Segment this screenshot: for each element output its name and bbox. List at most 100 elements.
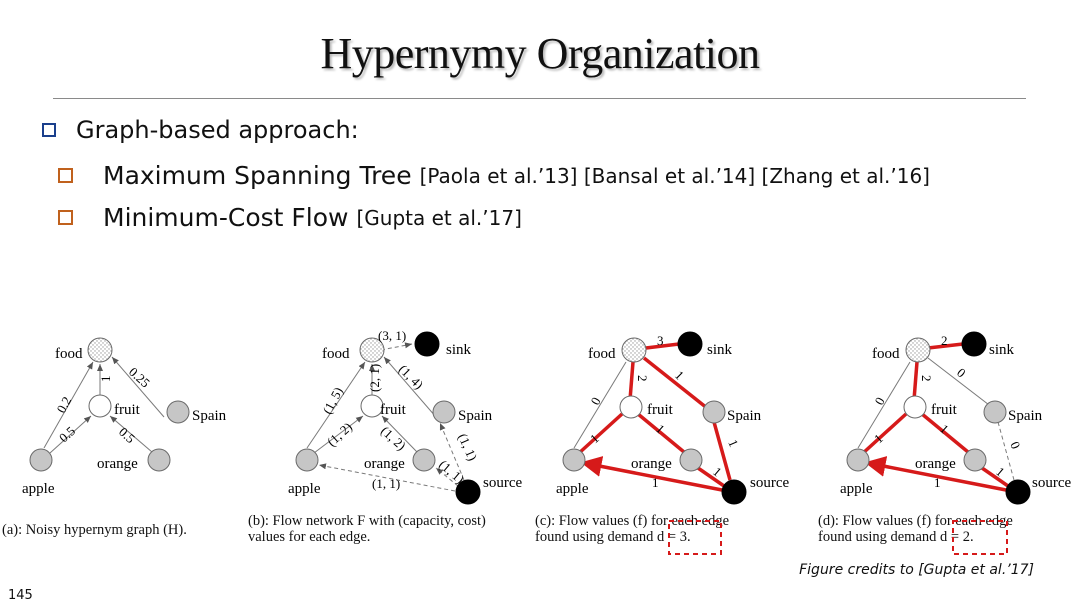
node-apple — [846, 448, 870, 472]
diagram-panel-a: food fruit Spain orange apple 0.25 1 0.2… — [22, 337, 227, 497]
edge-label: 3 — [657, 333, 664, 348]
label-orange: orange — [631, 456, 672, 472]
label-food: food — [872, 346, 900, 362]
edge-apple-fruit — [49, 415, 92, 454]
bullet-text: Graph-based approach: — [76, 116, 359, 144]
edge-food-sink — [927, 342, 964, 350]
edge-label: (1, 4) — [396, 362, 427, 393]
diagram-panel-c: food fruit Spain orange apple sink sourc… — [556, 331, 789, 505]
label-food: food — [322, 346, 350, 362]
node-apple — [562, 448, 586, 472]
bullet-citation: [Gupta et al.’17] — [356, 205, 522, 230]
bullet-citation: [Paola et al.’13] [Bansal et al.’14] [Zh… — [419, 163, 930, 188]
diagram-panel-d: food fruit Spain orange apple sink sourc… — [840, 331, 1071, 505]
edge-source-orange — [697, 466, 725, 488]
edge-food-sink — [380, 342, 413, 351]
edge-label: (1, 2) — [324, 419, 355, 449]
caption-line: (c): Flow values (f) for each edge — [535, 513, 730, 529]
label-food: food — [55, 346, 83, 362]
node-sink — [677, 331, 703, 357]
edge-label: 1 — [652, 475, 659, 490]
edge-source-apple — [580, 456, 723, 492]
node-food — [905, 337, 931, 363]
label-fruit: fruit — [647, 402, 674, 418]
caption-line: found using demand d = 3. — [535, 529, 691, 545]
edge-spain-food — [927, 357, 994, 409]
edge-label: 0.2 — [53, 394, 74, 415]
node-spain — [432, 400, 456, 424]
node-spain — [166, 400, 190, 424]
demand-highlight-box-d — [952, 520, 1008, 555]
dashed-highlight — [952, 520, 1008, 555]
edge-label: (1, 5) — [319, 384, 345, 416]
edge-spain-food — [383, 356, 437, 418]
dashed-highlight — [668, 520, 722, 555]
edge-label: 1 — [934, 475, 941, 490]
label-spain: Spain — [458, 408, 493, 424]
edge-label: 2 — [941, 333, 948, 348]
diagram-panel-b: food fruit Spain orange apple sink sourc… — [288, 328, 522, 505]
node-orange — [963, 448, 987, 472]
edge-label: 0 — [1007, 439, 1023, 451]
edge-apple-fruit — [860, 412, 908, 456]
edge-label: 0 — [587, 395, 603, 408]
edge-apple-food — [306, 361, 366, 449]
label-sink: sink — [446, 342, 472, 358]
caption-d: (d): Flow values (f) for each edge found… — [818, 513, 1013, 545]
node-source — [721, 479, 747, 505]
edge-orange-fruit — [920, 412, 970, 454]
label-apple: apple — [840, 481, 873, 497]
edge-label: 0 — [871, 395, 887, 408]
label-spain: Spain — [727, 408, 762, 424]
edge-source-spain — [997, 421, 1015, 481]
page-number: 145 — [8, 588, 33, 603]
edge-orange-fruit — [636, 412, 686, 454]
edge-orange-fruit — [109, 415, 153, 453]
node-fruit — [88, 394, 112, 418]
edge-source-apple — [318, 463, 456, 492]
edge-fruit-food — [912, 361, 919, 401]
edge-apple-food — [857, 361, 911, 449]
caption-line: (b): Flow network F with (capacity, cost… — [248, 513, 486, 529]
label-fruit: fruit — [114, 402, 141, 418]
figure-credit: Figure credits to [Gupta et al.’17] — [799, 562, 1034, 578]
caption-line: (d): Flow values (f) for each edge — [818, 513, 1013, 529]
label-food: food — [588, 346, 616, 362]
edge-label: (1, 1) — [455, 431, 480, 463]
node-food — [87, 337, 113, 363]
demand-highlight-box-c — [668, 520, 722, 555]
edge-spain-food — [642, 356, 714, 414]
node-orange — [679, 448, 703, 472]
edge-label: 1 — [710, 464, 725, 480]
edge-food-sink — [645, 342, 680, 350]
edge-source-apple — [864, 456, 1007, 492]
bullet-graph-based: Graph-based approach: — [42, 116, 359, 144]
label-orange: orange — [915, 456, 956, 472]
node-spain — [702, 400, 726, 424]
label-source: source — [750, 475, 789, 491]
label-orange: orange — [97, 456, 138, 472]
edge-label: 0 — [954, 365, 969, 381]
node-sink — [961, 331, 987, 357]
node-apple — [295, 448, 319, 472]
edge-label: (3, 1) — [378, 328, 406, 343]
edge-label: 2 — [919, 375, 934, 382]
label-fruit: fruit — [931, 402, 958, 418]
node-food — [621, 337, 647, 363]
edge-label: 1 — [98, 376, 113, 383]
edge-fruit-food — [628, 361, 635, 401]
title-divider — [53, 98, 1026, 99]
caption-b: (b): Flow network F with (capacity, cost… — [248, 513, 486, 545]
bullet-text: Maximum Spanning Tree — [103, 161, 412, 190]
edge-label: 2 — [635, 375, 650, 382]
label-apple: apple — [22, 481, 55, 497]
label-spain: Spain — [192, 408, 227, 424]
slide-title: Hypernymy Organization — [320, 29, 760, 78]
bullet-max-spanning-tree: Maximum Spanning Tree [Paola et al.’13] … — [58, 161, 930, 190]
label-apple: apple — [556, 481, 589, 497]
edge-label: 0.5 — [56, 423, 78, 445]
square-bullet-icon — [58, 168, 73, 183]
caption-line: values for each edge. — [248, 529, 371, 545]
edge-label: (2, 1) — [367, 364, 382, 392]
caption-c: (c): Flow values (f) for each edge found… — [535, 513, 729, 545]
